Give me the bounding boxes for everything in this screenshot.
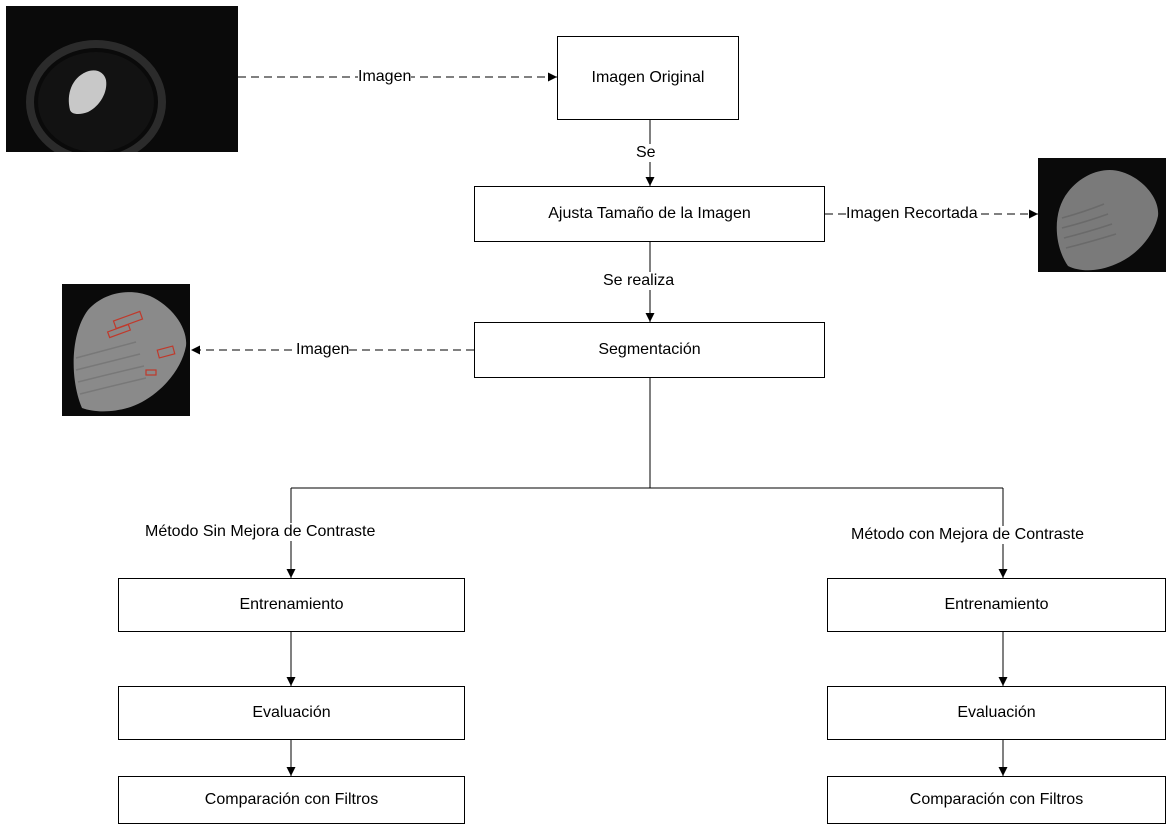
cropped-image xyxy=(1038,158,1166,272)
node-right-comparison: Comparación con Filtros xyxy=(827,776,1166,824)
node-original-image: Imagen Original xyxy=(557,36,739,120)
node-resize-image: Ajusta Tamaño de la Imagen xyxy=(474,186,825,242)
segmented-image xyxy=(62,284,190,416)
label-se-realiza: Se realiza xyxy=(603,272,675,290)
node-left-training: Entrenamiento xyxy=(118,578,465,632)
label-method-with: Método con Mejora de Contraste xyxy=(851,526,1085,544)
node-segmentation: Segmentación xyxy=(474,322,825,378)
node-right-evaluation: Evaluación xyxy=(827,686,1166,740)
label-method-without: Método Sin Mejora de Contraste xyxy=(145,523,376,541)
label-segmented-image: Imagen xyxy=(296,341,350,359)
label-se: Se xyxy=(636,144,656,162)
node-right-training: Entrenamiento xyxy=(827,578,1166,632)
node-left-comparison: Comparación con Filtros xyxy=(118,776,465,824)
label-cropped-image: Imagen Recortada xyxy=(846,205,978,223)
label-input-image: Imagen xyxy=(358,68,412,86)
original-scan-image xyxy=(6,6,238,152)
node-left-evaluation: Evaluación xyxy=(118,686,465,740)
